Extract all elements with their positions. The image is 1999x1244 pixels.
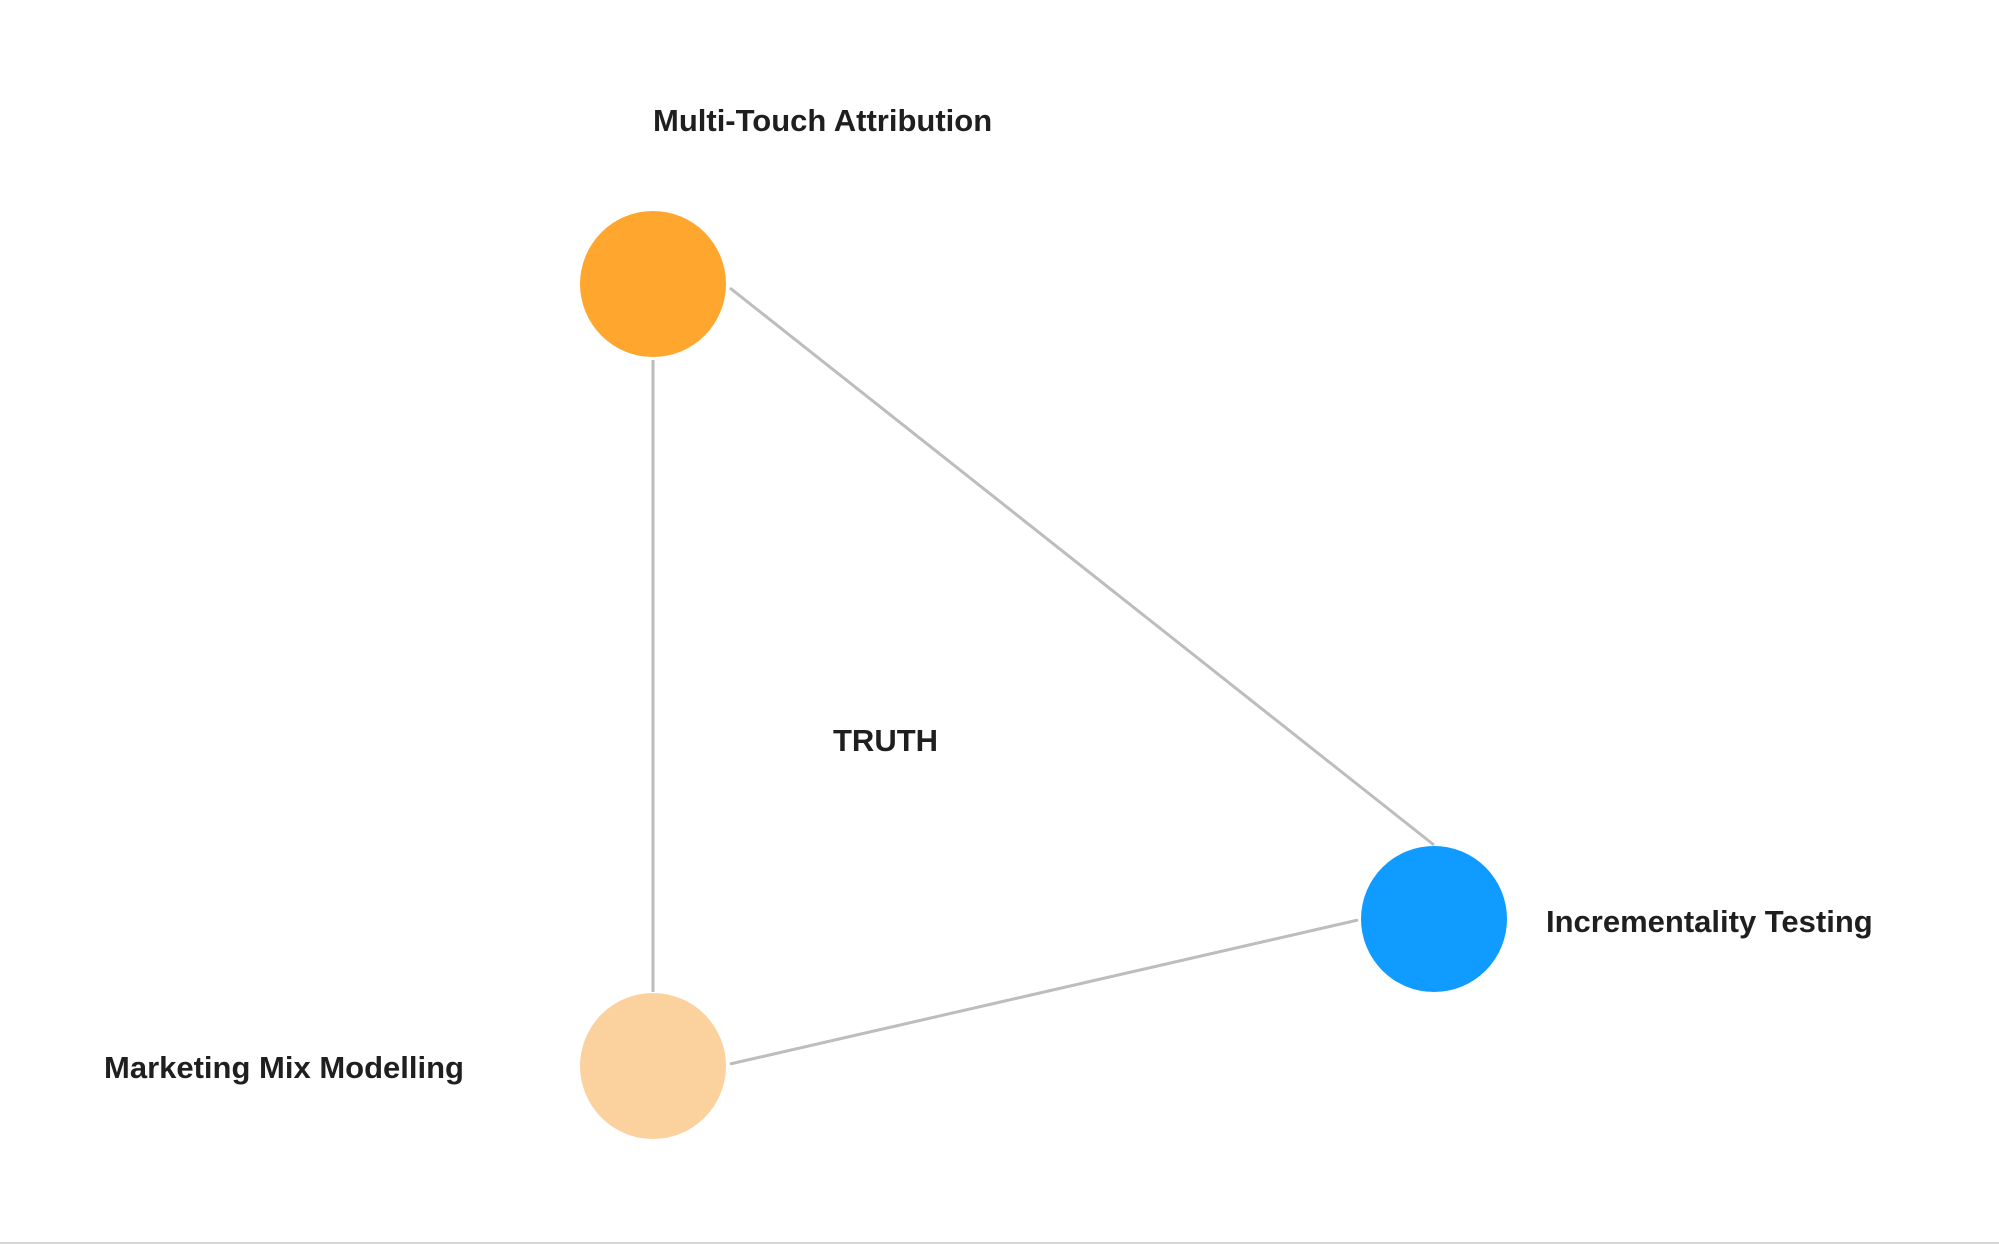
label-multi-touch-attribution: Multi-Touch Attribution xyxy=(653,103,992,138)
label-incrementality-testing: Incrementality Testing xyxy=(1546,904,1873,939)
node-incrementality-testing xyxy=(1361,846,1507,992)
edge-mta-it xyxy=(729,286,1435,847)
node-marketing-mix-modelling xyxy=(580,993,726,1139)
node-multi-touch-attribution xyxy=(580,211,726,357)
label-marketing-mix-modelling: Marketing Mix Modelling xyxy=(104,1050,464,1085)
bottom-divider xyxy=(0,1242,1999,1244)
edge-mmm-it xyxy=(729,918,1359,1066)
center-label-truth: TRUTH xyxy=(833,723,938,758)
